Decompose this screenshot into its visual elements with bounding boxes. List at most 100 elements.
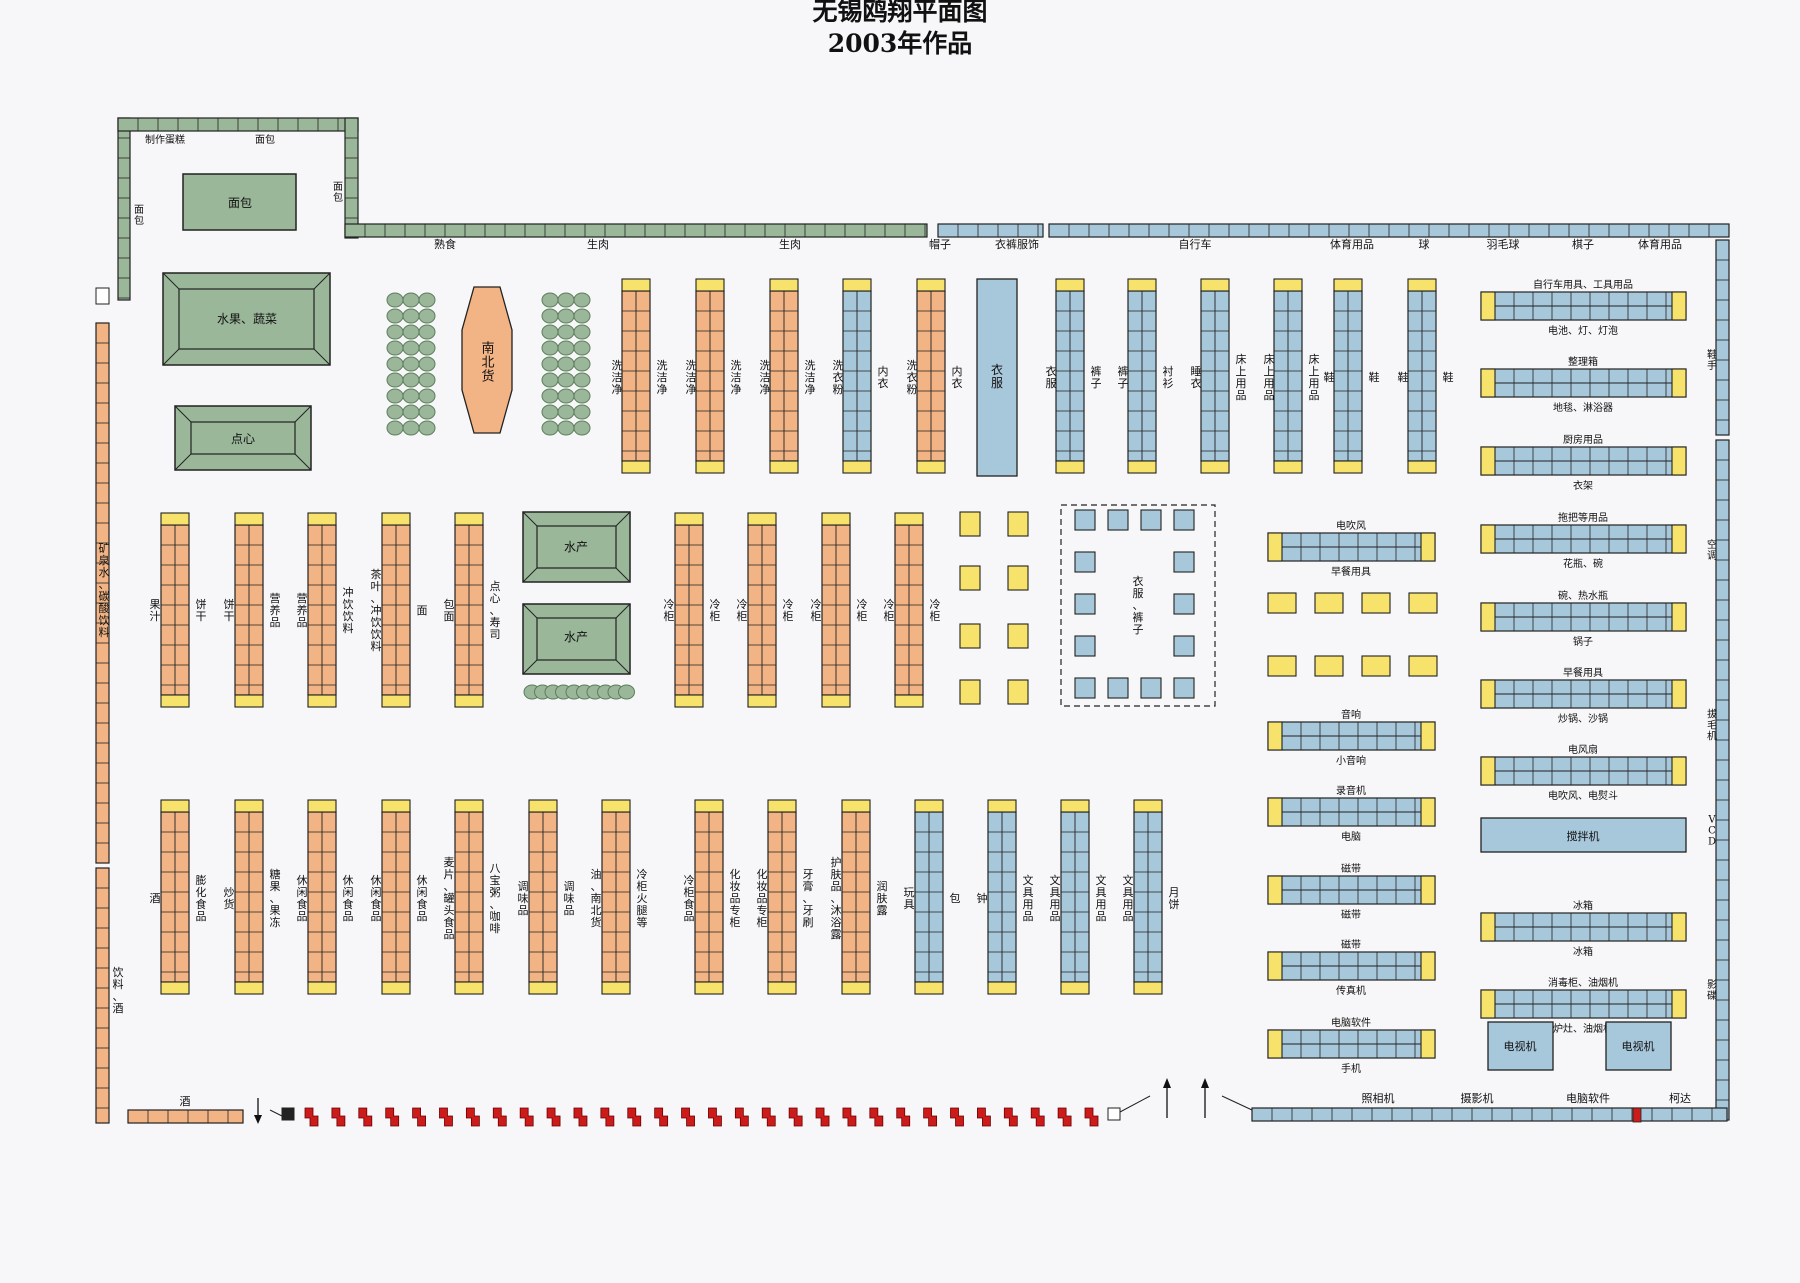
label-row1-1-left: 洗洁净 <box>612 359 623 396</box>
label-row1-9-right: 床上用品 <box>1236 352 1247 402</box>
shelf-row1-2-end-bottom <box>695 460 725 474</box>
label-tv-1: 电视机 <box>1504 1039 1537 1053</box>
label-row1-11-right: 鞋 <box>1369 370 1380 384</box>
label-clothing-block: 衣服 <box>991 362 1003 390</box>
shelf-row1-7-end-bottom <box>1055 460 1085 474</box>
mixer-shelf <box>1480 817 1687 853</box>
label-row3-8-right: 化妆品专柜 <box>730 867 741 929</box>
produce-bin-right <box>573 404 591 420</box>
label-badminton: 羽毛球 <box>1487 237 1520 251</box>
promo-bin <box>1267 655 1297 677</box>
shelf-row3-8-end-bottom <box>694 981 724 995</box>
label-row2-1-right: 饼干 <box>196 597 207 623</box>
produce-bin-right <box>541 308 559 324</box>
shelf-row1-7-end-top <box>1055 278 1085 292</box>
label-row2-1-left: 果汁 <box>150 598 161 623</box>
label-chess: 棋子 <box>1572 237 1594 251</box>
label-row3-14-left: 文具用品 <box>1123 873 1134 923</box>
clothing-rack <box>1107 509 1129 531</box>
turnstile-right <box>1107 1107 1121 1121</box>
arrow-entry-head-2 <box>1201 1078 1209 1088</box>
left-wall-drinks <box>95 322 110 864</box>
label-row1-4-left: 洗衣粉 <box>833 359 844 396</box>
shelf-electronics-1-end-right <box>1420 532 1436 562</box>
shelf-household-9-end-left <box>1480 912 1496 942</box>
shelf-cold-3-end-top <box>821 512 851 526</box>
label-wine-bottom: 酒 <box>180 1095 191 1108</box>
shelf-row3-7-end-top <box>601 799 631 813</box>
label-sports-1: 体育用品 <box>1330 237 1374 251</box>
produce-bin-left <box>402 324 420 340</box>
label-row3-13-left: 文具用品 <box>1050 873 1061 923</box>
label-electronics-1-top: 电吹风 <box>1336 519 1366 532</box>
produce-bin-left <box>418 372 436 388</box>
label-row3-2-right: 糖果、果冻 <box>270 867 281 929</box>
nanbei-stand <box>461 286 513 434</box>
shelf-row1-10-end-top <box>1273 278 1303 292</box>
clothing-rack <box>1074 593 1096 615</box>
shelf-row3-13-end-bottom <box>1060 981 1090 995</box>
tv-stand-1 <box>1487 1021 1554 1071</box>
label-row2-2-left: 饼干 <box>224 597 235 623</box>
label-household-9-bottom: 冰箱 <box>1573 945 1593 958</box>
label-row1-12-right: 鞋 <box>1443 370 1454 384</box>
left-wall-wine <box>95 867 110 1124</box>
label-tv-2: 电视机 <box>1622 1039 1655 1053</box>
label-row3-8-left: 冷柜食品 <box>684 874 695 923</box>
label-mineral-water: 矿泉水、碳酸饮料 <box>99 542 110 639</box>
fruit-veg-island-corner <box>313 272 331 290</box>
produce-bin-right <box>541 340 559 356</box>
fruit-veg-island-corner <box>162 348 180 366</box>
label-row3-7-left: 油、南北货 <box>591 867 602 929</box>
shelf-row1-8-end-top <box>1127 278 1157 292</box>
produce-bin-left <box>402 372 420 388</box>
top-wall-fresh <box>344 223 928 238</box>
label-household-9-top: 冰箱 <box>1573 899 1593 912</box>
label-row3-7-right: 冷柜火腿等 <box>637 868 648 929</box>
label-cold-3-right: 冷柜 <box>857 598 868 623</box>
label-aquatic-1: 水产 <box>564 540 588 554</box>
produce-bin-left <box>402 340 420 356</box>
produce-bin-left <box>386 356 404 372</box>
shelf-row1-8-end-bottom <box>1127 460 1157 474</box>
bakery-left-wall <box>117 117 131 301</box>
bread-island <box>182 173 297 231</box>
label-cold-3-left: 冷柜 <box>811 598 822 623</box>
checkout-counter <box>627 1107 642 1127</box>
arrow-exit-head <box>254 1115 262 1124</box>
shelf-row3-5-end-bottom <box>454 981 484 995</box>
shelf-cold-1-end-bottom <box>674 694 704 708</box>
label-ball: 球 <box>1419 237 1430 251</box>
label-row3-2-left: 炒货 <box>224 886 235 911</box>
checkout-counter <box>1057 1107 1072 1127</box>
shelf-row2-1-end-top <box>160 512 190 526</box>
checkout-counter <box>546 1107 561 1127</box>
checkout-counter <box>600 1107 615 1127</box>
shelf-electronics-1-end-left <box>1267 532 1283 562</box>
shelf-household-3-end-right <box>1671 446 1687 476</box>
shelf-cold-3-end-bottom <box>821 694 851 708</box>
checkout-counter <box>439 1107 453 1127</box>
produce-bin-left <box>402 404 420 420</box>
shelf-row3-10-end-top <box>841 799 871 813</box>
produce-bin-left <box>386 324 404 340</box>
produce-bin-left <box>418 292 436 308</box>
aquatic-island-1-corner <box>522 511 538 527</box>
shelf-row3-12-end-top <box>987 799 1017 813</box>
produce-bin-left <box>402 356 420 372</box>
shelf-cold-4-end-bottom <box>894 694 924 708</box>
promo-bin <box>959 511 981 537</box>
checkout-counter <box>896 1107 911 1127</box>
aquatic-island-2-corner <box>522 603 538 619</box>
label-row2-4-left: 茶叶、冲饮饮料 <box>371 568 382 653</box>
label-row3-14-right: 月饼 <box>1169 886 1180 911</box>
label-row3-13-right: 文具用品 <box>1096 873 1107 923</box>
clothing-rack <box>1074 551 1096 573</box>
label-electronics-2-top: 音响 <box>1341 708 1361 721</box>
checkout-counter <box>788 1107 803 1127</box>
shelf-household-5-end-left <box>1480 602 1496 632</box>
bottom-wall-electronics <box>1251 1107 1728 1122</box>
label-row2-5-right: 点心、寿司 <box>490 580 501 641</box>
label-cold-4-left: 冷柜 <box>884 598 895 623</box>
shelf-cold-4-end-top <box>894 512 924 526</box>
